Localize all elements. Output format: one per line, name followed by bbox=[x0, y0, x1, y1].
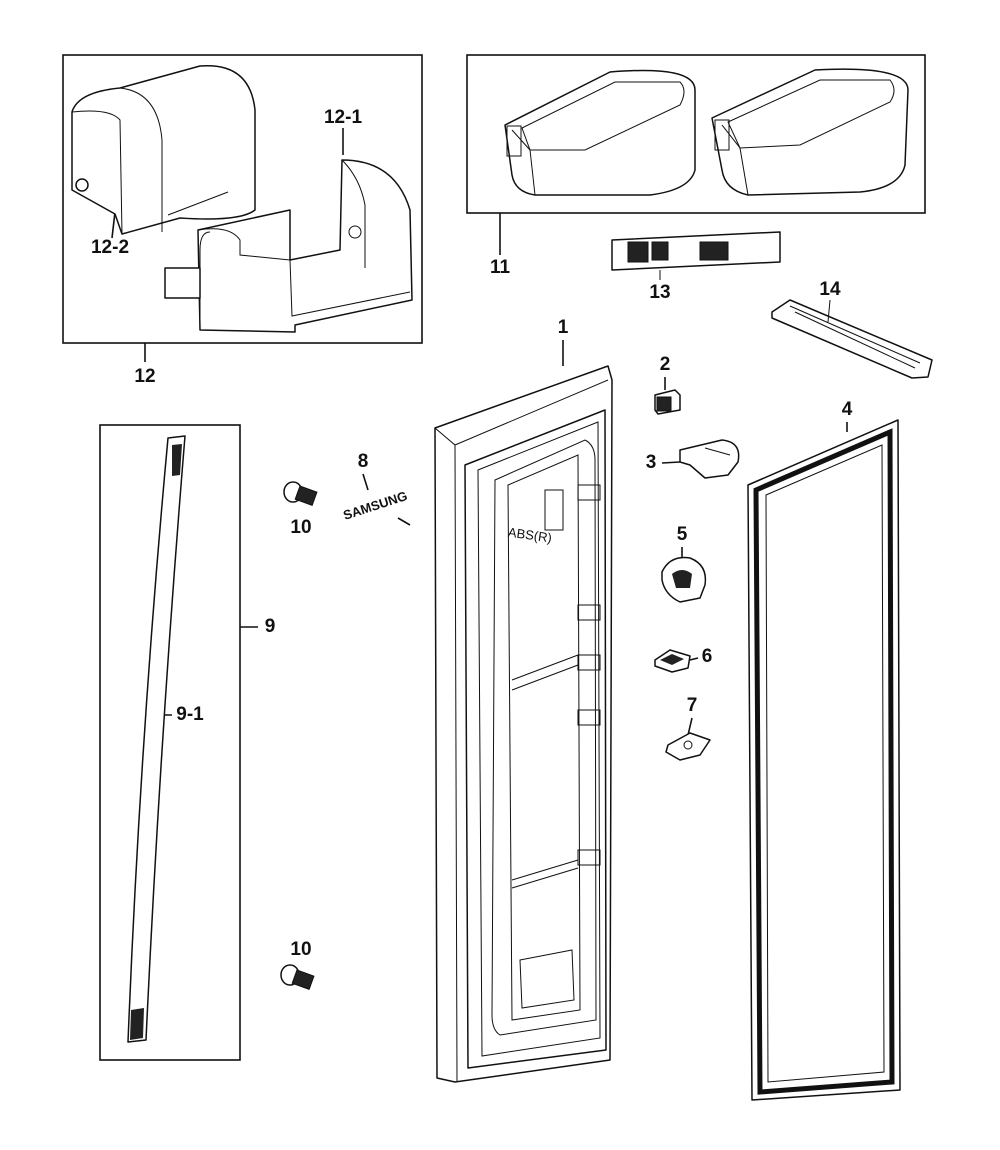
label-12-1: 12-1 bbox=[323, 107, 363, 128]
label-10-top: 10 bbox=[290, 517, 312, 538]
part-1-door bbox=[434, 340, 613, 1083]
label-1: 1 bbox=[557, 317, 569, 338]
label-5: 5 bbox=[676, 524, 688, 545]
part-11-group-box bbox=[466, 54, 926, 255]
part-9-1-handle bbox=[127, 435, 186, 1043]
label-13: 13 bbox=[649, 282, 671, 303]
part-10-screw-top bbox=[283, 481, 318, 506]
part-12-2-cover bbox=[71, 64, 256, 235]
label-14: 14 bbox=[819, 279, 841, 300]
part-14-trim bbox=[771, 299, 933, 379]
part-11-bin-right bbox=[711, 68, 909, 196]
part-13-pcb bbox=[611, 231, 781, 280]
part-8-emblem: SAMSUNG bbox=[341, 473, 411, 526]
label-11: 11 bbox=[489, 257, 511, 278]
part-12-group-box bbox=[62, 54, 423, 362]
label-9-1: 9-1 bbox=[176, 704, 204, 725]
part-4-gasket bbox=[747, 419, 901, 1101]
label-8: 8 bbox=[357, 451, 369, 472]
part-5 bbox=[661, 547, 707, 603]
part-6 bbox=[654, 649, 699, 673]
label-2: 2 bbox=[659, 354, 671, 375]
label-12-2: 12-2 bbox=[90, 237, 130, 258]
label-10-bottom: 10 bbox=[290, 939, 312, 960]
label-9: 9 bbox=[264, 616, 276, 637]
part-3 bbox=[661, 439, 740, 479]
part-7 bbox=[665, 717, 711, 761]
label-12: 12 bbox=[134, 366, 156, 387]
part-10-screw-bottom bbox=[280, 964, 315, 990]
part-11-bin-left bbox=[504, 69, 696, 196]
part-2 bbox=[654, 377, 681, 415]
label-7: 7 bbox=[686, 695, 698, 716]
part-12-1-shelf bbox=[164, 159, 413, 333]
label-3: 3 bbox=[645, 452, 657, 473]
label-6: 6 bbox=[701, 646, 713, 667]
label-4: 4 bbox=[841, 399, 853, 420]
